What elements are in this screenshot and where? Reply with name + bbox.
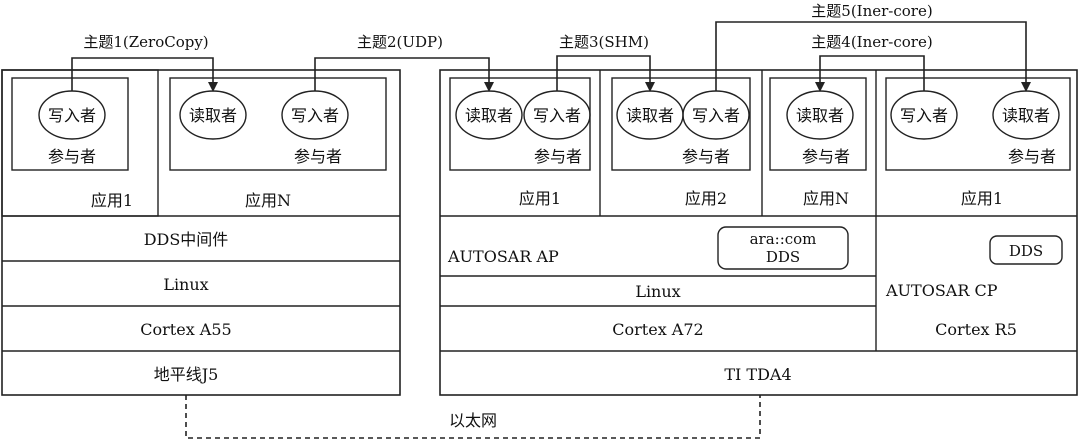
left-app1-participant-box (11, 77, 129, 171)
left-app1-participant-label: 参与者 (48, 147, 96, 166)
topic3-label: 主题3(SHM) (559, 33, 649, 51)
left-appN-participant-label: 参与者 (294, 147, 342, 166)
left-app1-label: 应用1 (91, 191, 133, 210)
right-appN-participant-box (769, 77, 867, 171)
right-cpu-r5-label: Cortex R5 (935, 320, 1017, 339)
left-board (1, 69, 401, 396)
topic5-label: 主题5(Iner-core) (811, 2, 932, 20)
right-board (439, 69, 1078, 396)
cp-app1-participant-box (885, 77, 1071, 171)
cp-app1-writer-label: 写入者 (900, 106, 948, 125)
left-middleware-label: DDS中间件 (144, 230, 229, 249)
right-appN-reader-label: 读取者 (796, 106, 844, 125)
right-app2-participant-label: 参与者 (682, 147, 730, 166)
left-appN-participant-box (169, 77, 387, 171)
topic2-label: 主题2(UDP) (357, 33, 443, 51)
topic1-label: 主题1(ZeroCopy) (83, 33, 208, 51)
ara-com-dds-box (717, 226, 849, 270)
right-app2-label: 应用2 (685, 189, 727, 208)
ara-com-dds-label: DDS (766, 248, 800, 266)
right-app2-writer-label: 写入者 (692, 106, 740, 125)
topic-links (71, 21, 1031, 92)
ethernet-link (185, 395, 761, 439)
left-cpu-label: Cortex A55 (140, 320, 231, 339)
right-cpu-a72-label: Cortex A72 (612, 320, 703, 339)
cp-dds-box (989, 235, 1063, 265)
cp-dds-label: DDS (1009, 242, 1043, 260)
ethernet-label: 以太网 (449, 411, 497, 430)
right-app1-label: 应用1 (519, 189, 561, 208)
right-soc-label: TI TDA4 (724, 365, 791, 384)
right-app1-participant-label: 参与者 (534, 147, 582, 166)
right-app1-participant-box (449, 77, 591, 171)
right-app2-reader-label: 读取者 (626, 106, 674, 125)
left-app1-writer-label: 写入者 (48, 106, 96, 125)
right-os-label: Linux (635, 282, 680, 301)
left-appN-reader-label: 读取者 (189, 106, 237, 125)
left-soc-label: 地平线J5 (154, 365, 219, 384)
cp-app1-label: 应用1 (961, 189, 1003, 208)
left-appN-writer-label: 写入者 (291, 106, 339, 125)
right-app1-reader-label: 读取者 (465, 106, 513, 125)
left-appN-label: 应用N (245, 191, 291, 210)
right-appN-label: 应用N (803, 189, 849, 208)
ara-com-label: ara::com (750, 230, 817, 248)
right-app2-participant-box (611, 77, 751, 171)
right-appN-participant-label: 参与者 (802, 147, 850, 166)
left-os-label: Linux (163, 275, 208, 294)
right-app1-writer-label: 写入者 (533, 106, 581, 125)
topic4-label: 主题4(Iner-core) (811, 33, 932, 51)
cp-app1-participant-label: 参与者 (1008, 147, 1056, 166)
cp-app1-reader-label: 读取者 (1002, 106, 1050, 125)
autosar-ap-label: AUTOSAR AP (447, 247, 559, 266)
autosar-cp-label: AUTOSAR CP (885, 281, 998, 300)
